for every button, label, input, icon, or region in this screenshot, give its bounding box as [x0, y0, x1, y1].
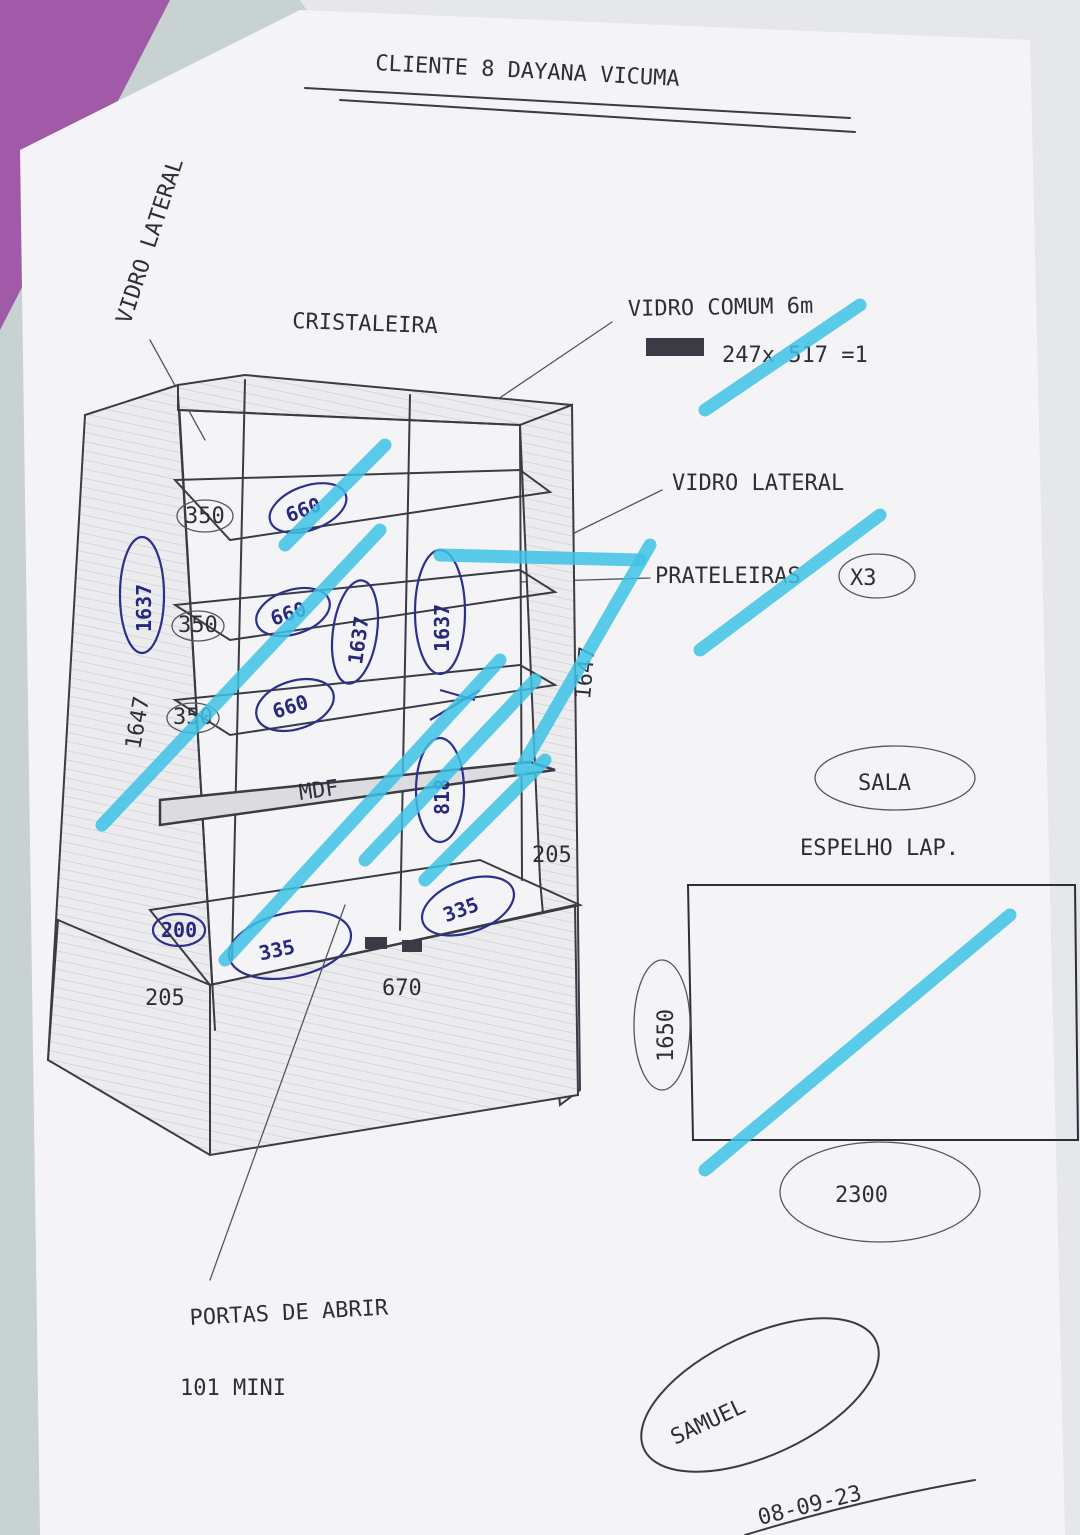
doors-label-2: 101 MINI: [180, 1376, 286, 1401]
base-depth-circle: [151, 912, 207, 948]
highlighter-strokes: [95, 298, 1017, 1177]
doors-leader: [209, 904, 346, 1281]
side-glass-leader: [559, 489, 663, 541]
total-width: 670: [382, 976, 422, 1001]
front-post-mid-right: [399, 394, 411, 931]
mirror-width-circle: [779, 1141, 981, 1243]
shelf-width-3-circle: [255, 677, 335, 733]
signature-loop: [640, 1317, 880, 1473]
glass-height-mid-circle: [330, 579, 380, 685]
cabinet-drawing: [46, 373, 584, 1157]
glass-height-right: 1637: [430, 604, 454, 652]
shelf-3: [172, 663, 558, 737]
mirror-height-circle: [633, 959, 691, 1091]
shelf-width-2-circle: [255, 586, 331, 638]
shelf-1: [172, 468, 553, 542]
room-label: SALA: [858, 771, 911, 796]
mid-glass-circle: [414, 736, 466, 844]
shelves-qty-circle: [838, 553, 916, 599]
shelf-depth-2: 350: [178, 613, 218, 638]
mdf-label: MDF: [297, 776, 340, 806]
mirror-width: 2300: [835, 1183, 888, 1208]
handle-left: [365, 937, 387, 949]
front-post-mid-left: [231, 379, 246, 961]
base-depth-circle-value: 200: [161, 918, 197, 942]
shelf-width-1-circle: [268, 482, 348, 534]
front-post-right: [519, 424, 523, 881]
bottom-deck: [148, 858, 584, 987]
glass-height-left: 1637: [132, 584, 156, 632]
handle-right: [402, 940, 422, 952]
mirror-rectangle: [686, 884, 1080, 1141]
glass-height-left-circle: [118, 535, 166, 655]
shelf-depth-1: 350: [185, 504, 225, 529]
header-underline-2: [339, 99, 856, 133]
mirror-height: 1650: [654, 1009, 679, 1062]
shelf-depth-1-circle: [176, 499, 234, 533]
mirror-label: ESPELHO LAP.: [800, 836, 959, 861]
room-circle: [814, 745, 976, 811]
top-front-edge: [179, 409, 521, 426]
header-underline-1: [304, 87, 851, 119]
base-depth-left: 205: [145, 986, 185, 1011]
signature-flourish: [744, 1479, 976, 1535]
shelf-mdf: [158, 760, 556, 827]
side-glass-label: VIDRO LATERAL: [672, 471, 844, 496]
base-depth-right: 205: [532, 843, 572, 868]
door-right-circle: [420, 875, 516, 937]
common-glass-label: VIDRO COMUM 6m: [628, 294, 814, 322]
scribble-out: [646, 338, 704, 356]
shelf-depth-2-circle: [171, 610, 225, 642]
shelf-2: [172, 568, 558, 642]
product-label: CRISTALEIRA: [292, 309, 438, 339]
shelves-qty: X3: [850, 566, 877, 591]
